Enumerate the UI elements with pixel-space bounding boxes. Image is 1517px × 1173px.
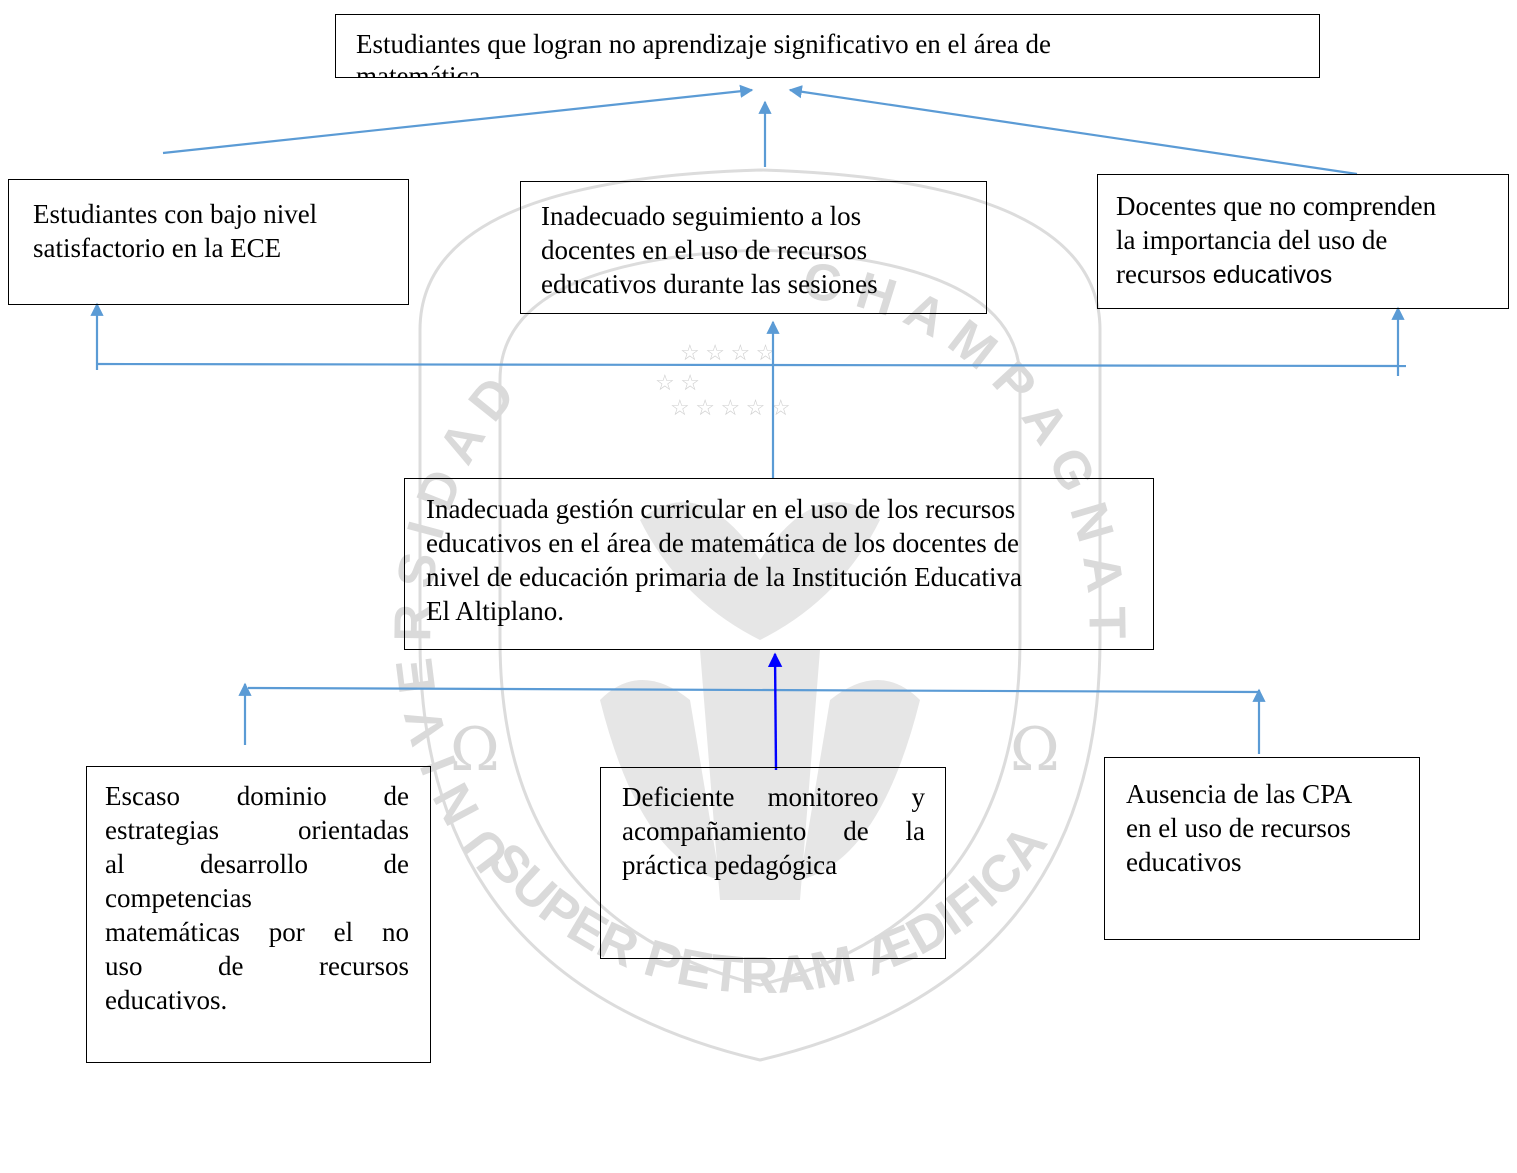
line-causes-horizontal [247,686,1259,694]
cause1-line2: estrategias orientadas [105,815,409,845]
cause3-line1: Ausencia de las CPA [1126,779,1353,809]
cause1-line7: educativos. [105,985,228,1015]
cause3-line2: en el uso de recursos [1126,813,1351,843]
cause-box-2: Deficiente monitoreo y acompañamiento de… [600,767,946,959]
effect-box-3: Docentes que no comprenden la importanci… [1097,174,1509,309]
arrow-effect3-to-top [788,85,1358,176]
cause2-line3: práctica pedagógica [622,850,838,880]
arrow-effect1-to-top [162,84,754,155]
central-line1: Inadecuada gestión curricular en el uso … [426,494,1016,524]
cause-box-1: Escaso dominio de estrategias orientadas… [86,766,431,1063]
effect1-line1: Estudiantes con bajo nivel [33,199,318,229]
cause2-line2: acompañamiento de la [622,816,925,846]
svg-text:☆ ☆ ☆ ☆ ☆: ☆ ☆ ☆ ☆ ☆ [670,395,791,420]
watermark-omega-right: Ω [1010,715,1060,785]
cause1-line5: matemáticas por el no [105,917,409,947]
effect2-line1: Inadecuado seguimiento a los [541,201,862,231]
cause1-line6: uso de recursos [105,951,409,981]
cause3-line3: educativos [1126,847,1242,877]
effect3-last-word: educativos [1212,261,1333,289]
effect2-line2: docentes en el uso de recursos [541,235,868,265]
effect3-line1: Docentes que no comprenden [1116,191,1437,221]
svg-text:☆ ☆: ☆ ☆ [655,370,700,395]
effect1-line2: satisfactorio en la ECE [33,233,282,263]
cause1-line1: Escaso dominio de [105,781,409,811]
cause1-line3: al desarrollo de [105,849,409,879]
effect3-line2: la importancia del uso de [1116,225,1388,255]
top-effect-line2: matemática [356,61,481,78]
line-effects-horizontal [95,362,1407,368]
effect-box-2: Inadecuado seguimiento a los docentes en… [520,181,987,314]
central-line4: El Altiplano. [426,596,564,626]
cause-box-3: Ausencia de las CPA en el uso de recurso… [1104,757,1420,940]
top-effect-line1: Estudiantes que logran no aprendizaje si… [356,29,1051,59]
central-line3: nivel de educación primaria de la Instit… [426,562,1023,592]
central-line2: educativos en el área de matemática de l… [426,528,1019,558]
cause1-line4: competencias [105,883,252,913]
watermark-omega-left: Ω [450,715,500,785]
effect-box-1: Estudiantes con bajo nivel satisfactorio… [8,179,409,305]
arrow-cause2-to-central [767,652,783,771]
svg-text:☆ ☆ ☆ ☆: ☆ ☆ ☆ ☆ [680,340,775,365]
top-effect-box: Estudiantes que logran no aprendizaje si… [335,14,1320,78]
cause2-line1: Deficiente monitoreo y [622,782,925,812]
effect2-line3: educativos durante las sesiones [541,269,878,299]
central-problem-box: Inadecuada gestión curricular en el uso … [404,478,1154,650]
effect3-line3: recursos [1116,259,1206,289]
